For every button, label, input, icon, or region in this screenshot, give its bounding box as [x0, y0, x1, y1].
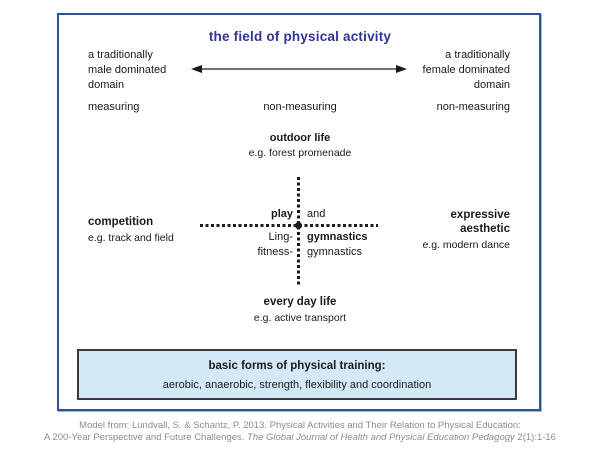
right-domain-line3: domain — [473, 79, 510, 91]
competition-example: e.g. track and field — [88, 232, 174, 244]
left-domain-line2: male dominated — [88, 64, 167, 76]
diagram-title: the field of physical activity — [208, 29, 392, 44]
outdoor-life-label: outdoor life — [269, 132, 331, 144]
outdoor-life-example: e.g. forest promenade — [248, 147, 352, 159]
right-domain-label: a traditionally female dominated domain — [423, 48, 510, 93]
everyday-life-label: every day life — [263, 296, 337, 308]
cross-play-label: play — [270, 208, 293, 220]
citation-line1: Model from: Lundvall, S. & Schantz, P. 2… — [79, 420, 521, 431]
citation-line2-regular: A 200-Year Perspective and Future Challe… — [44, 432, 248, 443]
axis-intersection-dot — [295, 222, 302, 229]
left-domain-line1: a traditionally — [88, 49, 153, 61]
expressive-label-line1: expressive — [450, 209, 510, 221]
cross-ling-label: Ling- — [268, 231, 293, 243]
expressive-example: e.g. modern dance — [422, 239, 510, 251]
everyday-life-example: e.g. active transport — [253, 312, 347, 324]
citation-line2-tail: 2(1):1-16 — [514, 432, 556, 443]
cross-and-label: and — [307, 208, 326, 220]
left-domain-line3: domain — [88, 79, 125, 91]
horizontal-dotted-axis — [200, 224, 378, 227]
left-domain-label: a traditionally male dominated domain — [88, 48, 166, 93]
training-box: basic forms of physical training: aerobi… — [77, 349, 517, 400]
training-box-items: aerobic, anaerobic, strength, flexibilit… — [162, 379, 432, 391]
citation-line2-italic: The Global Journal of Health and Physica… — [247, 432, 515, 443]
cross-gymnastics-bold-label: gymnastics — [307, 231, 368, 243]
measuring-left-label: measuring — [88, 101, 140, 113]
training-box-title: basic forms of physical training: — [208, 360, 386, 372]
right-domain-line1: a traditionally — [445, 49, 510, 61]
citation: Model from: Lundvall, S. & Schantz, P. 2… — [0, 420, 600, 444]
double-arrow-icon — [191, 65, 407, 73]
cross-gymnastics-regular-label: gymnastics — [307, 246, 363, 258]
expressive-label-line2: aesthetic — [460, 223, 510, 235]
right-domain-line2: female dominated — [422, 64, 510, 76]
competition-label: competition — [88, 216, 154, 228]
cross-fitness-label: fitness- — [257, 246, 293, 258]
citation-line2: A 200-Year Perspective and Future Challe… — [0, 432, 600, 444]
vertical-dotted-axis — [297, 177, 300, 287]
measuring-right-label: non-measuring — [436, 101, 510, 113]
measuring-center-label: non-measuring — [263, 101, 337, 113]
